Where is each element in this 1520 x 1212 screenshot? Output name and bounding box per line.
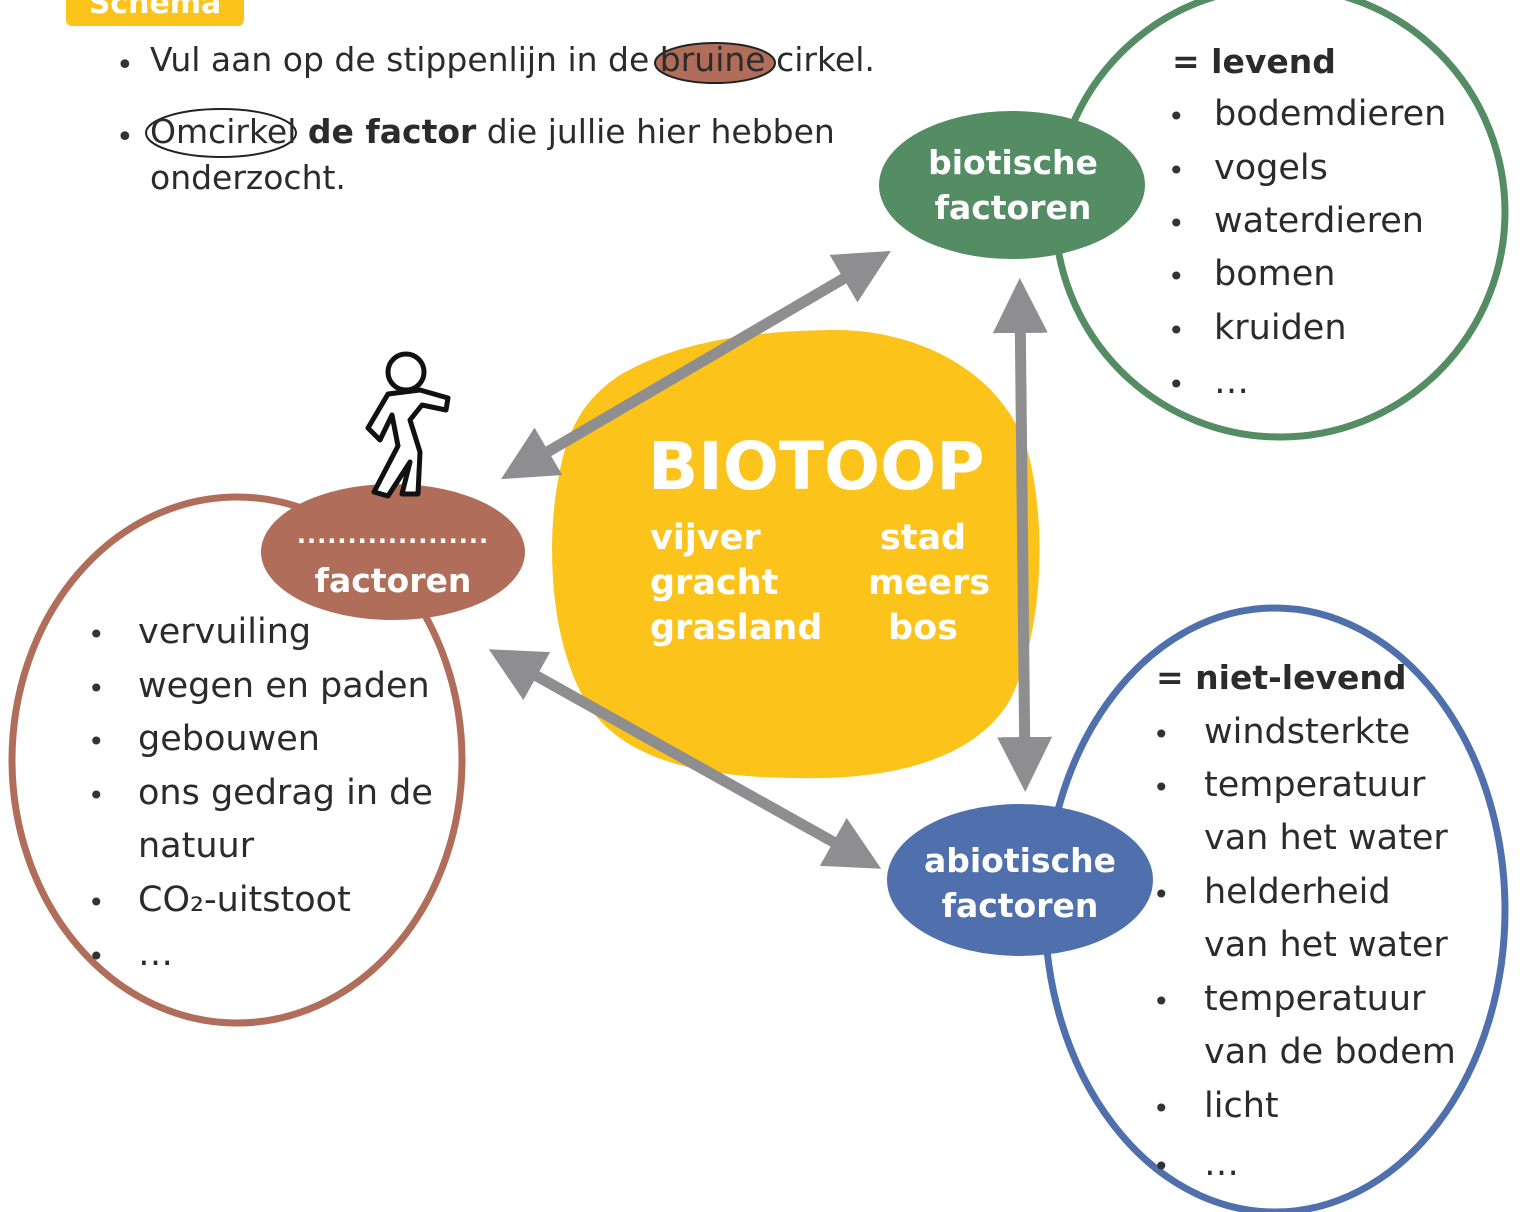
circled-text: Omcirkel <box>150 112 297 151</box>
abiotic-label-blob <box>887 804 1153 956</box>
list-item: vogels <box>1214 148 1328 188</box>
bullet: • <box>1168 154 1185 187</box>
bullet: • <box>88 618 105 651</box>
biotoop-word: grasland <box>650 608 823 648</box>
circled-word: Omcirkel <box>145 108 297 158</box>
bullet: • <box>116 48 134 83</box>
walking-person-icon <box>365 351 451 499</box>
list-item: kruiden <box>1214 308 1347 348</box>
list-item: CO₂-uitstoot <box>138 880 351 920</box>
instruction-text: die jullie hier hebben <box>476 112 835 151</box>
list-item: vervuiling <box>138 612 312 652</box>
fill-in-dotted-line: ................... <box>296 521 490 549</box>
list-item: … <box>1204 1144 1239 1184</box>
bullet: • <box>88 672 105 705</box>
arrow-human-biotic <box>501 250 891 480</box>
list-item: bomen <box>1214 254 1336 294</box>
bullet: • <box>116 120 134 155</box>
biotoop-word: meers <box>868 563 991 603</box>
bullet: • <box>1153 718 1170 751</box>
human-label: ................... factoren <box>276 512 510 604</box>
biotoop-title: BIOTOOP <box>648 428 985 505</box>
biotoop-word: vijver <box>650 518 761 558</box>
bullet: • <box>1168 368 1185 401</box>
bullet: • <box>1168 100 1185 133</box>
list-item: wegen en paden <box>138 666 430 706</box>
list-item: licht <box>1204 1086 1279 1126</box>
human-label-blob <box>261 484 525 620</box>
biotoop-right-words: stad meers bos <box>868 516 991 651</box>
brown-highlight-shape <box>653 42 776 84</box>
bullet: • <box>88 725 105 758</box>
biotoop-word: stad <box>879 518 967 558</box>
circle-outline-shape <box>145 108 297 158</box>
arrow-human-abiotic <box>488 649 882 869</box>
biotoop-word: gracht <box>650 563 779 603</box>
human-label-line: factoren <box>314 561 472 600</box>
biotoop-left-words: vijver gracht grasland <box>650 516 822 651</box>
biotic-label: biotische factoren <box>900 140 1126 230</box>
biotic-label-line: factoren <box>934 188 1092 227</box>
list-item: … <box>1214 362 1249 402</box>
list-item: windsterkte <box>1204 712 1411 752</box>
instruction-line-2-cont: onderzocht. <box>150 158 346 197</box>
biotic-label-line: biotische <box>928 143 1098 182</box>
list-item: … <box>138 934 173 974</box>
bold-text: de factor <box>296 112 477 151</box>
bullet: • <box>1153 985 1170 1018</box>
schema-tab: Schema <box>66 0 244 26</box>
bullet: • <box>1168 314 1185 347</box>
list-item: gebouwen <box>138 719 320 759</box>
biotic-header: = levend <box>1172 42 1336 81</box>
list-item-continuation: van de bodem <box>1204 1032 1456 1072</box>
bullet: • <box>1153 1092 1170 1125</box>
instruction-line-2: Omcirkel de factor die jullie hier hebbe… <box>145 108 835 158</box>
brown-highlight: bruine <box>653 38 776 84</box>
highlight-word: bruine <box>659 40 766 79</box>
instruction-line-1: Vul aan op de stippenlijn in de bruine c… <box>150 38 875 84</box>
bullet: • <box>1168 260 1185 293</box>
bullet: • <box>1168 207 1185 240</box>
list-item-continuation: natuur <box>138 826 255 866</box>
bullet: • <box>88 886 105 919</box>
instruction-text: cirkel. <box>765 40 875 79</box>
biotic-label-blob <box>879 111 1145 259</box>
bullet: • <box>1153 771 1170 804</box>
list-item: helderheid <box>1204 872 1391 912</box>
list-item: waterdieren <box>1214 201 1424 241</box>
human-outline-circle <box>8 493 466 1027</box>
abiotic-header: = niet-levend <box>1156 658 1407 697</box>
list-item-continuation: van het water <box>1204 925 1448 965</box>
list-item: bodemdieren <box>1214 94 1447 134</box>
instruction-text: Vul aan op de stippenlijn in de <box>150 40 660 79</box>
list-item-continuation: van het water <box>1204 818 1448 858</box>
list-item: temperatuur <box>1204 979 1426 1019</box>
list-item: ons gedrag in de <box>138 773 433 813</box>
abiotic-label-line: abiotische <box>923 841 1117 880</box>
bullet: • <box>88 940 105 973</box>
arrow-biotic-abiotic <box>992 278 1053 792</box>
biotoop-word: bos <box>888 608 958 648</box>
abiotic-label-line: factoren <box>941 886 1099 925</box>
list-item: temperatuur <box>1204 765 1426 805</box>
abiotic-label: abiotische factoren <box>904 838 1136 928</box>
bullet: • <box>1153 1150 1170 1183</box>
bullet: • <box>88 779 105 812</box>
bullet: • <box>1153 878 1170 911</box>
